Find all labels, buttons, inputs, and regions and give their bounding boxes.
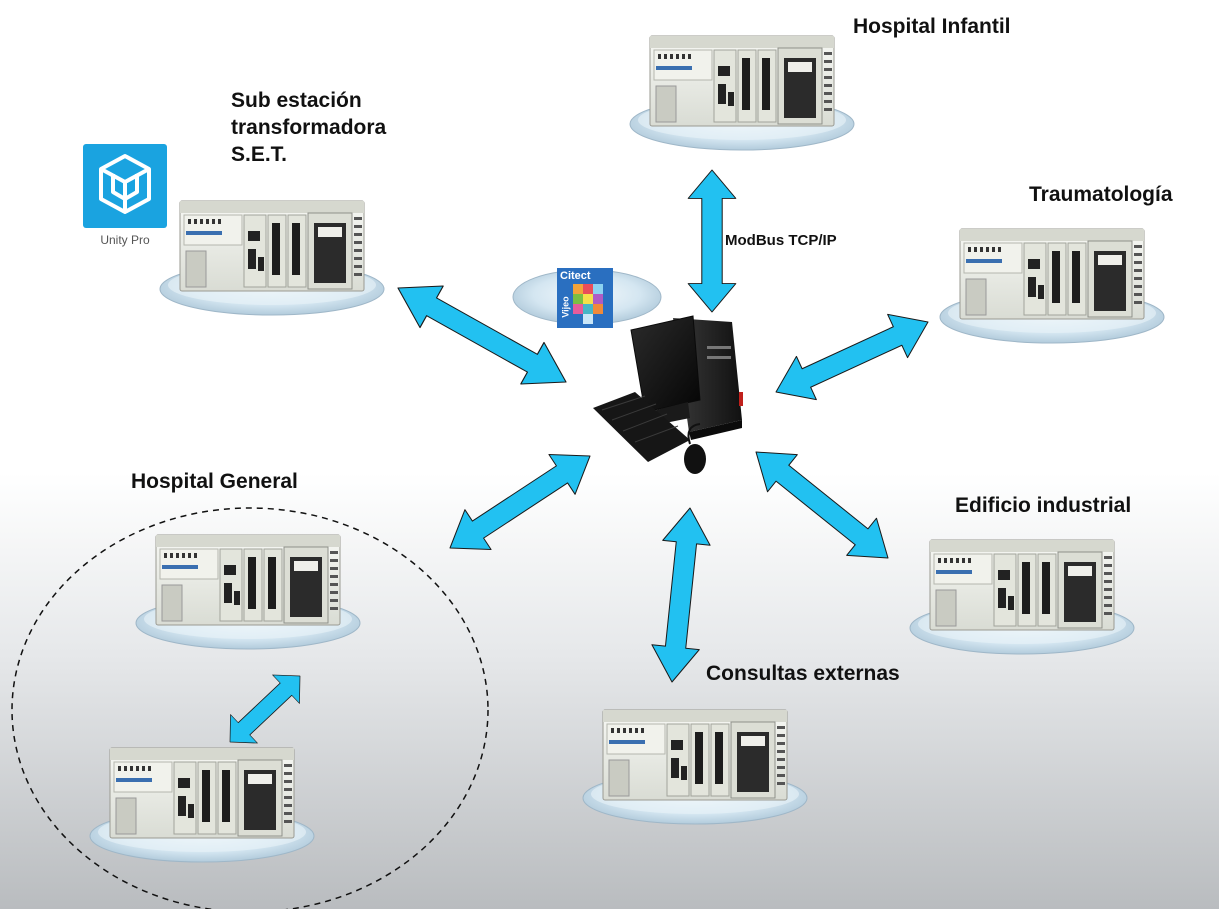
label-sub-estacion-line-2: transformadora	[231, 116, 387, 139]
label-edificio-industrial: Edificio industrial	[955, 494, 1132, 517]
double-arrow-edificio-industrial-icon	[740, 432, 904, 578]
label-hospital-infantil: Hospital Infantil	[853, 15, 1011, 38]
label-consultas-externas: Consultas externas	[706, 662, 900, 685]
label-sub-estacion-line-1: Sub estación	[231, 89, 362, 112]
double-arrow-hospital-general-internal-icon	[216, 661, 314, 757]
double-arrow-hospital-general-icon	[436, 435, 604, 569]
citect-caption: Citect	[560, 270, 591, 282]
label-sub-estacion-line-3: S.E.T.	[231, 143, 288, 166]
hospital-general-boundary	[11, 507, 489, 909]
plc-edificio-industrial-icon	[909, 539, 1135, 655]
label-sub-estacion: Sub estación transformadora S.E.T.	[231, 87, 386, 168]
plc-hospital-general-2-icon	[89, 747, 315, 863]
unity-pro-caption: Unity Pro	[100, 233, 150, 247]
vijeo-caption: Vijeo	[560, 296, 571, 318]
plc-traumatologia-icon	[939, 228, 1165, 344]
double-arrow-traumatologia-icon	[765, 299, 939, 415]
label-hospital-general: Hospital General	[131, 470, 298, 493]
double-arrow-consultas-externas-icon	[647, 505, 715, 685]
plc-hospital-infantil-icon	[629, 35, 855, 151]
plc-hospital-general-1-icon	[135, 534, 361, 650]
unity-pro-logo-icon: Unity Pro	[83, 144, 167, 256]
plc-sub-estacion-icon	[159, 200, 385, 316]
label-modbus-tcp-ip: ModBus TCP/IP	[725, 232, 837, 249]
plc-consultas-externas-icon	[582, 709, 808, 825]
citect-vijeo-logo-icon: Citect Vijeo	[557, 268, 613, 328]
computer-workstation-icon	[512, 269, 743, 474]
label-traumatologia: Traumatología	[1029, 183, 1173, 206]
